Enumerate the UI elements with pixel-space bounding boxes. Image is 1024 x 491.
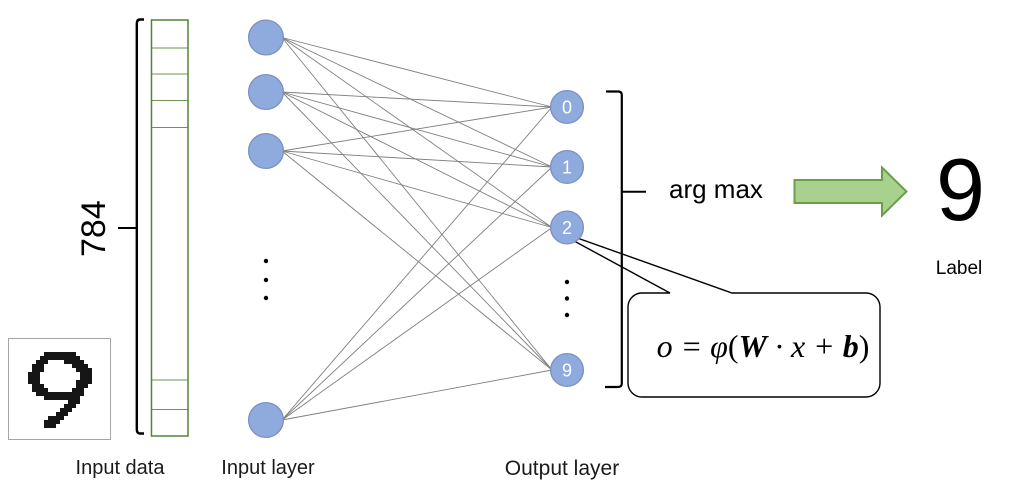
svg-text:Output layer: Output layer [505,457,619,480]
svg-text:o = φ(W · x + b): o = φ(W · x + b) [657,328,870,364]
svg-text:0: 0 [562,98,572,118]
svg-text:Input data: Input data [76,457,166,479]
svg-text:Label: Label [936,258,983,279]
svg-text:1: 1 [562,158,572,178]
svg-text:9: 9 [562,361,572,381]
svg-text:784: 784 [75,200,113,257]
svg-text:9: 9 [936,140,985,239]
svg-text:arg max: arg max [669,174,763,204]
svg-text:2: 2 [562,218,572,238]
svg-text:Input layer: Input layer [221,457,315,479]
